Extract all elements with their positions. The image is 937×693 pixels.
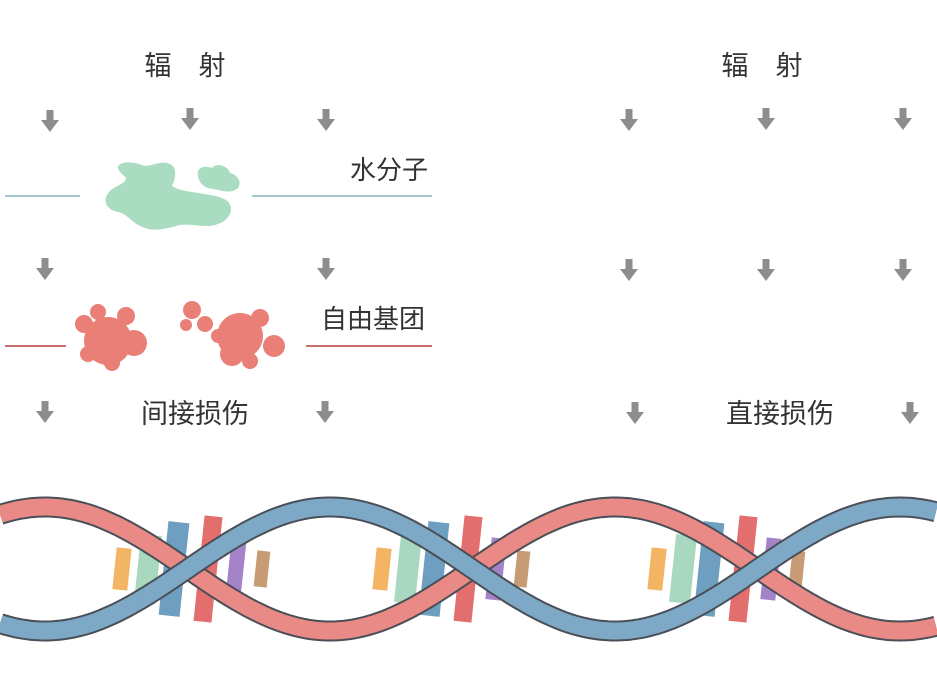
base-pair-bar (394, 534, 422, 604)
base-pair-bar (225, 537, 247, 601)
indirect-damage-label: 间接损伤 (141, 399, 249, 430)
down-arrow-icon (36, 401, 54, 423)
left-radiation-label: 辐 射 (145, 51, 226, 82)
down-arrow-icon (41, 110, 59, 132)
down-arrow-icon (894, 259, 912, 281)
down-arrow-icon (36, 258, 54, 280)
left-row1-arrows (41, 108, 335, 132)
direct-damage-label: 直接损伤 (726, 399, 834, 430)
down-arrow-icon (901, 402, 919, 424)
dna-helix (0, 496, 937, 642)
water-molecule-label: 水分子 (350, 156, 428, 186)
down-arrow-icon (620, 259, 638, 281)
down-arrow-icon (620, 109, 638, 131)
right-row2-arrows (620, 259, 912, 281)
free-radical-blob (180, 301, 285, 369)
dna-strands (0, 496, 937, 642)
dna-strand-blue (0, 496, 937, 642)
down-arrow-icon (317, 258, 335, 280)
base-pair-bar (647, 547, 667, 591)
base-pair-bar (372, 547, 392, 591)
free-radical-blob (75, 304, 147, 371)
down-arrow-icon (626, 402, 644, 424)
down-arrow-icon (316, 401, 334, 423)
base-pair-bar (112, 547, 132, 591)
base-pair-bar (513, 550, 531, 588)
down-arrow-icon (894, 108, 912, 130)
base-pair-bar (788, 550, 806, 588)
right-row1-arrows (620, 108, 912, 131)
water-molecule-blob (105, 162, 240, 230)
down-arrow-icon (757, 108, 775, 130)
right-radiation-label: 辐 射 (722, 51, 803, 82)
left-row2-arrows (36, 258, 335, 280)
down-arrow-icon (181, 108, 199, 130)
base-pair-bar (253, 550, 271, 588)
free-radical-label: 自由基团 (321, 305, 425, 335)
down-arrow-icon (757, 259, 775, 281)
down-arrow-icon (317, 109, 335, 131)
base-pair-bar (669, 534, 697, 604)
